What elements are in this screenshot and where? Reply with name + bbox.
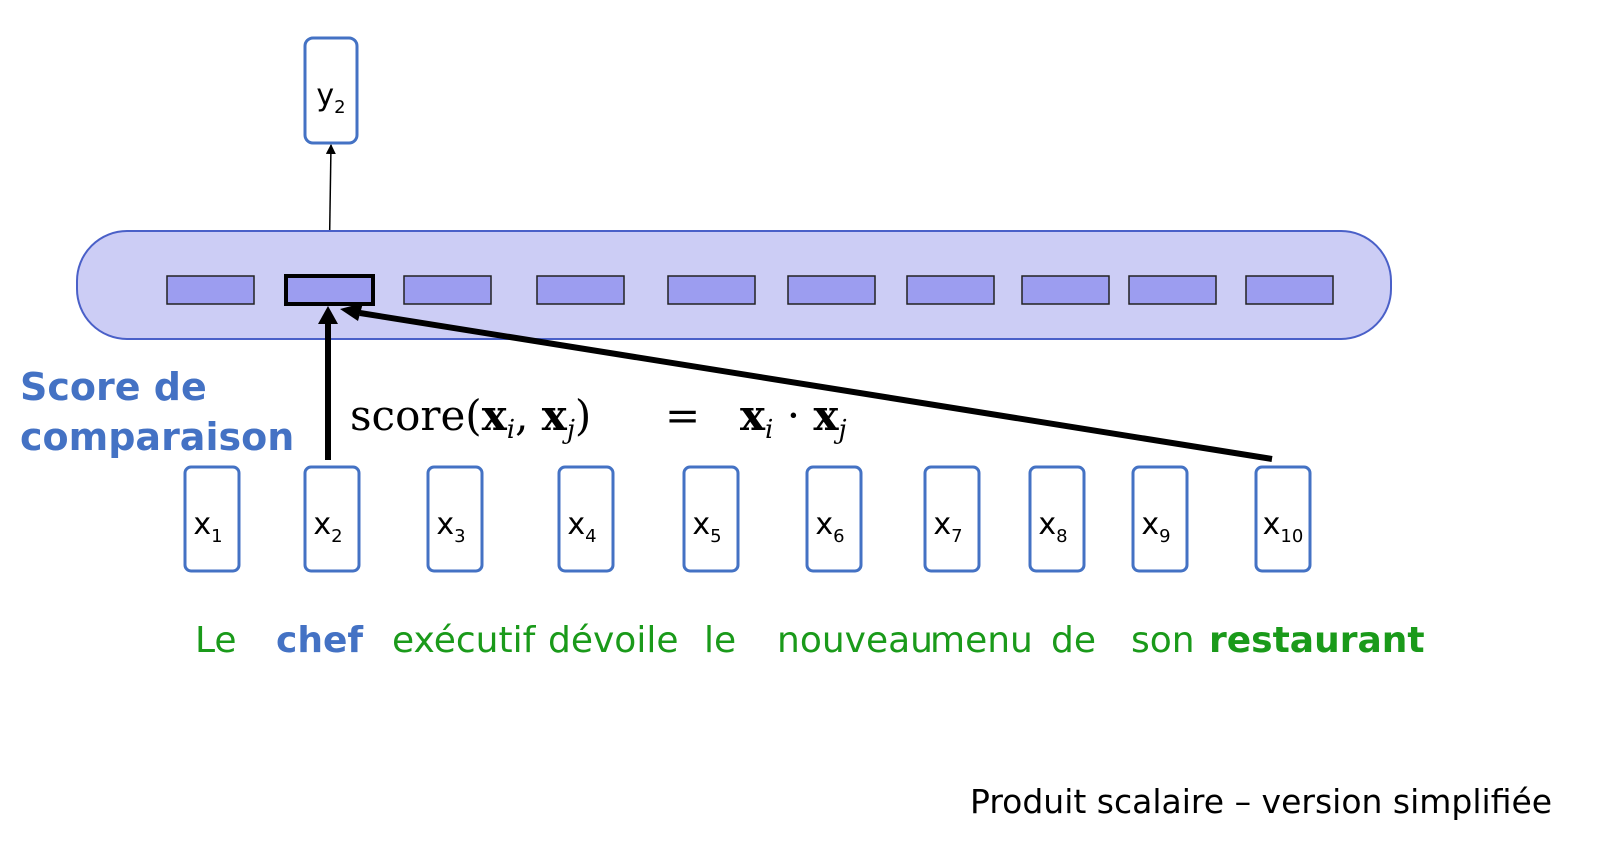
- svg-text:x4: x4: [567, 507, 596, 547]
- input-subscript: 2: [331, 526, 342, 547]
- input-node-x2: x2: [303, 465, 361, 573]
- arrowhead-x2: [318, 306, 338, 324]
- input-subscript: 3: [454, 526, 465, 547]
- input-subscript: 10: [1280, 526, 1303, 547]
- input-letter: x: [313, 507, 331, 542]
- layer-cell-highlighted: [284, 274, 375, 306]
- svg-text:x8: x8: [1038, 507, 1067, 547]
- input-subscript: 9: [1159, 526, 1170, 547]
- input-letter: x: [815, 507, 833, 542]
- layer-cell: [1128, 275, 1217, 305]
- output-node-y2: y2: [303, 36, 359, 145]
- input-letter: x: [692, 507, 710, 542]
- svg-text:x1: x1: [193, 507, 222, 547]
- output-subscript: 2: [334, 97, 345, 118]
- input-node-x5: x5: [682, 465, 740, 573]
- comparison-arrows: [318, 303, 1273, 462]
- input-node-x4: x4: [557, 465, 615, 573]
- layer-cell: [667, 275, 756, 305]
- word-1: chef: [276, 620, 363, 661]
- formula-equals: =: [665, 391, 700, 440]
- input-letter: x: [1141, 507, 1159, 542]
- input-subscript: 1: [211, 526, 222, 547]
- input-subscript: 7: [951, 526, 962, 547]
- score-formula: score(xi, xj) = xi · xj: [350, 391, 847, 445]
- svg-text:y2: y2: [316, 78, 345, 118]
- svg-text:x10: x10: [1263, 507, 1304, 547]
- word-9: restaurant: [1209, 620, 1425, 661]
- svg-text:x9: x9: [1141, 507, 1170, 547]
- input-letter: x: [567, 507, 585, 542]
- input-node-x8: x8: [1028, 465, 1086, 573]
- arrowhead-x10: [340, 303, 363, 321]
- input-letter: x: [1038, 507, 1056, 542]
- word-0: Le: [195, 620, 237, 661]
- input-subscript: 5: [710, 526, 721, 547]
- input-letter: x: [193, 507, 211, 542]
- layer-cells: [166, 274, 1334, 306]
- input-subscript: 6: [833, 526, 844, 547]
- layer-cell: [906, 275, 995, 305]
- word-2: exécutif: [392, 620, 537, 661]
- formula-fn: score: [350, 391, 465, 440]
- input-node-x6: x6: [805, 465, 863, 573]
- input-letter: x: [436, 507, 454, 542]
- caption: Produit scalaire – version simplifiée: [970, 782, 1553, 821]
- output-letter: y: [316, 78, 334, 113]
- svg-text:x5: x5: [692, 507, 721, 547]
- layer-cell: [787, 275, 876, 305]
- layer-cell: [403, 275, 492, 305]
- word-4: le: [704, 620, 736, 661]
- score-label-line2: comparaison: [20, 415, 295, 459]
- svg-text:x6: x6: [815, 507, 844, 547]
- input-node-x1: x1: [183, 465, 241, 573]
- word-5: nouveau: [777, 620, 933, 661]
- word-3: dévoile: [548, 620, 678, 661]
- svg-text:x7: x7: [933, 507, 962, 547]
- svg-text:x2: x2: [313, 507, 342, 547]
- input-node-x9: x9: [1131, 465, 1189, 573]
- svg-text:x3: x3: [436, 507, 465, 547]
- formula-sub-i: i: [507, 415, 515, 445]
- input-subscript: 4: [585, 526, 596, 547]
- input-subscript: 8: [1056, 526, 1067, 547]
- score-label: Score de comparaison: [20, 362, 294, 462]
- word-6: menu: [930, 620, 1033, 661]
- word-7: de: [1051, 620, 1096, 661]
- arrow-x10-to-cell: [359, 310, 1273, 462]
- input-letter: x: [1263, 507, 1281, 542]
- layer-cell: [166, 275, 255, 305]
- input-node-x3: x3: [426, 465, 484, 573]
- input-letter: x: [933, 507, 951, 542]
- input-node-x10: x10: [1254, 465, 1312, 573]
- layer-cell: [1245, 275, 1334, 305]
- input-node-x7: x7: [923, 465, 981, 573]
- score-label-line1: Score de: [20, 365, 207, 409]
- layer-cell: [536, 275, 625, 305]
- word-8: son: [1131, 620, 1195, 661]
- layer-cell: [1021, 275, 1110, 305]
